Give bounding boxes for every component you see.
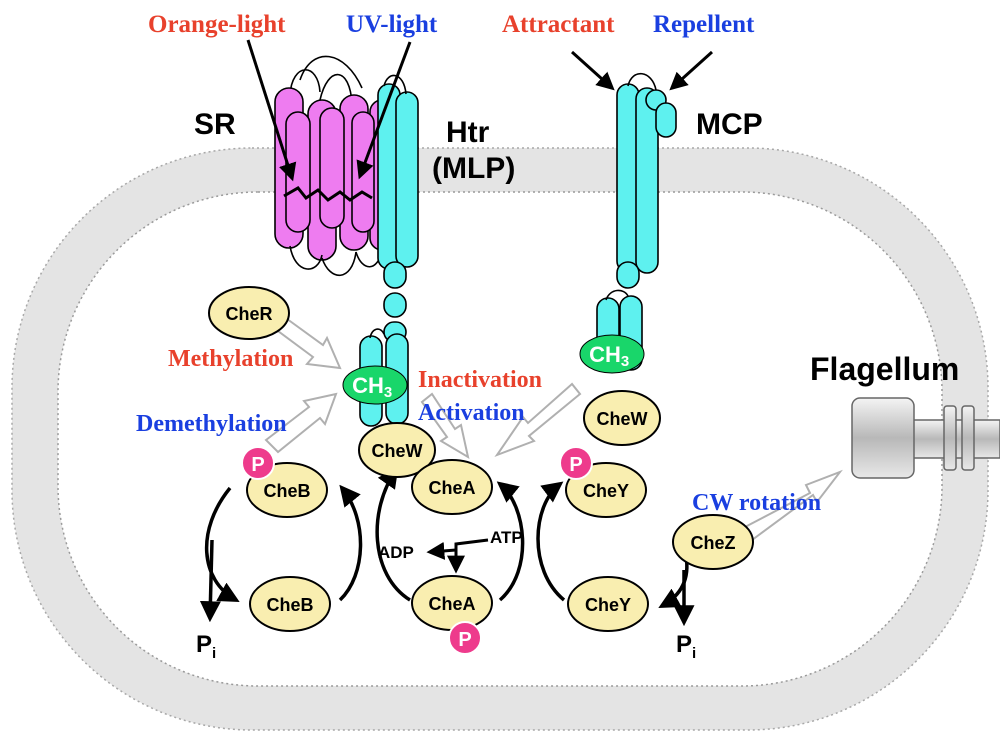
process-arrows (264, 314, 843, 542)
cw-rotation-label: CW rotation (692, 490, 821, 516)
htr-transducer (359, 74, 419, 427)
flagellum-ring-2 (961, 405, 975, 471)
repellent-label: Repellent (653, 11, 755, 38)
stimulus-arrows (246, 39, 714, 182)
phosphate-badge-cheb: P (241, 446, 275, 480)
cher-label: CheR (225, 304, 272, 324)
chea-bottom-label: CheA (428, 594, 475, 614)
pi-left-label: P (196, 631, 212, 658)
flagellum-basal-body (851, 397, 915, 479)
atp-adp-arrows (426, 538, 489, 574)
protein-cher: CheR (208, 286, 290, 340)
cell-inner-cytoplasm (57, 191, 943, 687)
retinal-chromophore (283, 186, 373, 202)
svg-text:CH: CH (352, 373, 384, 398)
methyl-group-mcp: CH 3 (579, 334, 645, 374)
methyl-group-htr: CH 3 (342, 365, 408, 405)
attractant-label: Attractant (502, 11, 615, 38)
flagellum-ring-1 (943, 405, 957, 471)
sr-label: SR (194, 108, 236, 141)
flagellum-label: Flagellum (810, 351, 959, 387)
protein-chea-active: CheA (411, 459, 493, 515)
phospho-cheb-label: P (251, 454, 264, 476)
pi-right-subscript: i (692, 645, 696, 662)
activation-label: Activation (418, 400, 525, 426)
chey-label: CheY (585, 595, 631, 615)
phosphate-badge-chea: P (448, 621, 482, 655)
ch3-mcp-subscript: 3 (621, 353, 629, 370)
demethylation-label: Demethylation (136, 411, 287, 437)
protein-chez: CheZ (672, 514, 754, 570)
inactivation-label: Inactivation (418, 367, 542, 393)
uv-light-label: UV-light (346, 11, 438, 38)
flagellum-motor (851, 397, 1000, 479)
chew-mcp-label: CheW (597, 409, 648, 429)
svg-text:CH: CH (589, 342, 621, 367)
chew-htr-label: CheW (372, 441, 423, 461)
protein-chea-phosphorylated: CheA (411, 575, 493, 631)
mcp-label: MCP (696, 108, 763, 141)
phospho-chey-label: P (569, 454, 582, 476)
chea-top-label: CheA (428, 478, 475, 498)
methylation-label: Methylation (168, 346, 293, 372)
sensory-rhodopsin (274, 55, 395, 277)
phosphate-badge-chey: P (559, 446, 593, 480)
ch3-htr-label: CH (352, 373, 384, 398)
htr-label: Htr (446, 116, 490, 149)
protein-chey: CheY (567, 576, 649, 632)
pi-left-subscript: i (212, 645, 216, 662)
atp-label: ATP (490, 528, 523, 547)
ch3-mcp-label: CH (589, 342, 621, 367)
protein-chew-htr: CheW (358, 422, 436, 478)
cheb-p-label: CheB (263, 481, 310, 501)
cheb-label: CheB (266, 595, 313, 615)
chey-p-label: CheY (583, 481, 629, 501)
pi-right-label: P (676, 631, 692, 658)
protein-chew-mcp: CheW (583, 390, 661, 446)
adp-label: ADP (378, 543, 414, 562)
protein-cheb: CheB (249, 576, 331, 632)
cell-envelope (11, 147, 989, 731)
mlp-label: (MLP) (432, 152, 515, 185)
phospho-chea-label: P (458, 629, 471, 651)
orange-light-label: Orange-light (148, 11, 286, 38)
cycle-arrows (199, 466, 695, 627)
ch3-htr-subscript: 3 (384, 384, 392, 401)
chez-label: CheZ (691, 533, 736, 553)
